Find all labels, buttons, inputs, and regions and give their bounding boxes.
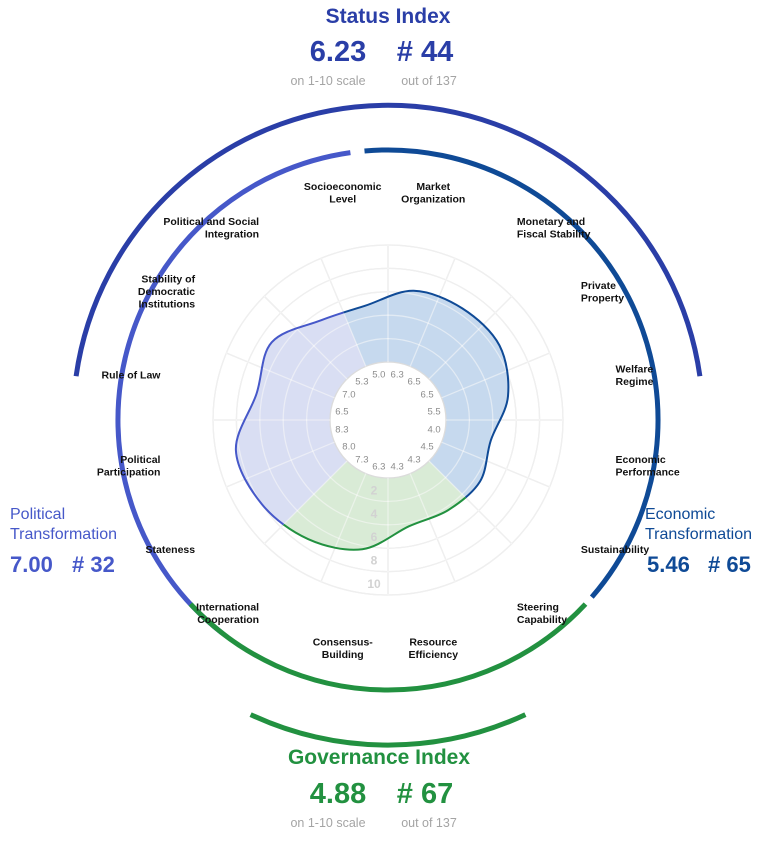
criterion-score: 4.0 xyxy=(427,425,440,436)
scale-label: 10 xyxy=(367,577,381,591)
political-transformation-rank: # 32 xyxy=(72,552,115,577)
criterion-score: 4.3 xyxy=(391,462,404,473)
scale-label: 8 xyxy=(371,554,378,568)
governance-index-rank: # 67 xyxy=(396,778,454,810)
grid-spoke-overlay xyxy=(428,460,513,545)
political-title-line1: Political xyxy=(10,506,66,523)
criterion-score: 4.5 xyxy=(420,442,433,453)
criterion-score: 5.3 xyxy=(355,376,368,387)
radial-scale-labels: 2 4 6 8 10 xyxy=(367,483,381,591)
status-index-score: 6.23 xyxy=(309,36,367,68)
grid-spoke-overlay xyxy=(226,352,335,399)
governance-index-score: 4.88 xyxy=(309,778,367,810)
criterion-score: 8.0 xyxy=(342,442,355,453)
criterion-label: Rule of Law xyxy=(102,370,162,382)
criterion-score: 6.3 xyxy=(372,462,385,473)
grid-spoke-overlay xyxy=(428,295,513,380)
criterion-score: 5.5 xyxy=(427,406,440,417)
criterion-score: 6.3 xyxy=(391,369,404,380)
governance-index-arc xyxy=(249,712,527,748)
criterion-score: 5.0 xyxy=(372,369,385,380)
grid-spoke-overlay xyxy=(263,460,348,545)
scale-label: 2 xyxy=(371,483,378,497)
political-title-line2: Transformation xyxy=(10,526,117,543)
economic-transformation-rank: # 65 xyxy=(708,552,751,577)
economic-transformation-score: 5.46 xyxy=(647,552,690,577)
scale-label: 6 xyxy=(371,530,378,544)
index-arcs xyxy=(73,102,703,748)
criterion-label: Stateness xyxy=(145,544,195,556)
status-index-arc xyxy=(73,102,703,377)
criterion-score: 8.3 xyxy=(335,425,348,436)
criterion-label: Consensus-Building xyxy=(313,636,374,661)
economic-transformation-title: Economic Transformation xyxy=(645,505,752,545)
criterion-score: 6.5 xyxy=(408,376,421,387)
status-index-rank: # 44 xyxy=(396,36,454,68)
grid-spoke-overlay xyxy=(409,258,456,367)
governance-index-scale-note: on 1-10 scale xyxy=(290,816,366,830)
status-index-out-of: out of 137 xyxy=(401,74,457,88)
governance-index-title: Governance Index xyxy=(287,746,471,769)
scale-label: 4 xyxy=(371,507,378,521)
governance-index-block: Governance Index xyxy=(248,746,510,770)
criterion-score: 4.3 xyxy=(408,455,421,466)
economic-title-line2: Transformation xyxy=(645,526,752,543)
center-hole xyxy=(329,361,447,479)
political-transformation-arc xyxy=(115,150,351,635)
criterion-score: 6.5 xyxy=(420,389,433,400)
grid-spoke-overlay xyxy=(263,295,348,380)
criteria-scores: 6.3 6.5 6.5 5.5 4.0 4.5 4.3 4.3 6.3 7.38.0 8.3 6.5 7… xyxy=(335,369,440,472)
criterion-score: 6.5 xyxy=(335,406,348,417)
governance-arc-inner xyxy=(188,602,588,693)
economic-transformation-arc xyxy=(364,147,661,599)
grid-spoke-overlay xyxy=(409,473,456,582)
grid-spoke-overlay xyxy=(441,441,550,488)
political-transformation-score: 7.00 xyxy=(10,552,53,577)
radar-areas xyxy=(212,244,564,596)
governance-index-out-of: out of 137 xyxy=(401,816,457,830)
gov-outline xyxy=(234,420,510,551)
pol-area xyxy=(235,290,389,550)
status-index-block: Status Index xyxy=(268,5,508,29)
economic-title-line1: Economic xyxy=(645,506,716,523)
criterion-score: 7.0 xyxy=(342,389,355,400)
criterion-label: Sustainability xyxy=(581,544,649,556)
criterion-score: 7.3 xyxy=(355,455,368,466)
grid-spoke-overlay xyxy=(441,352,550,399)
political-transformation-title: Political Transformation xyxy=(10,505,117,545)
grid-spoke-overlay xyxy=(320,473,367,582)
status-index-scale-note: on 1-10 scale xyxy=(290,74,366,88)
status-index-title: Status Index xyxy=(325,5,451,28)
